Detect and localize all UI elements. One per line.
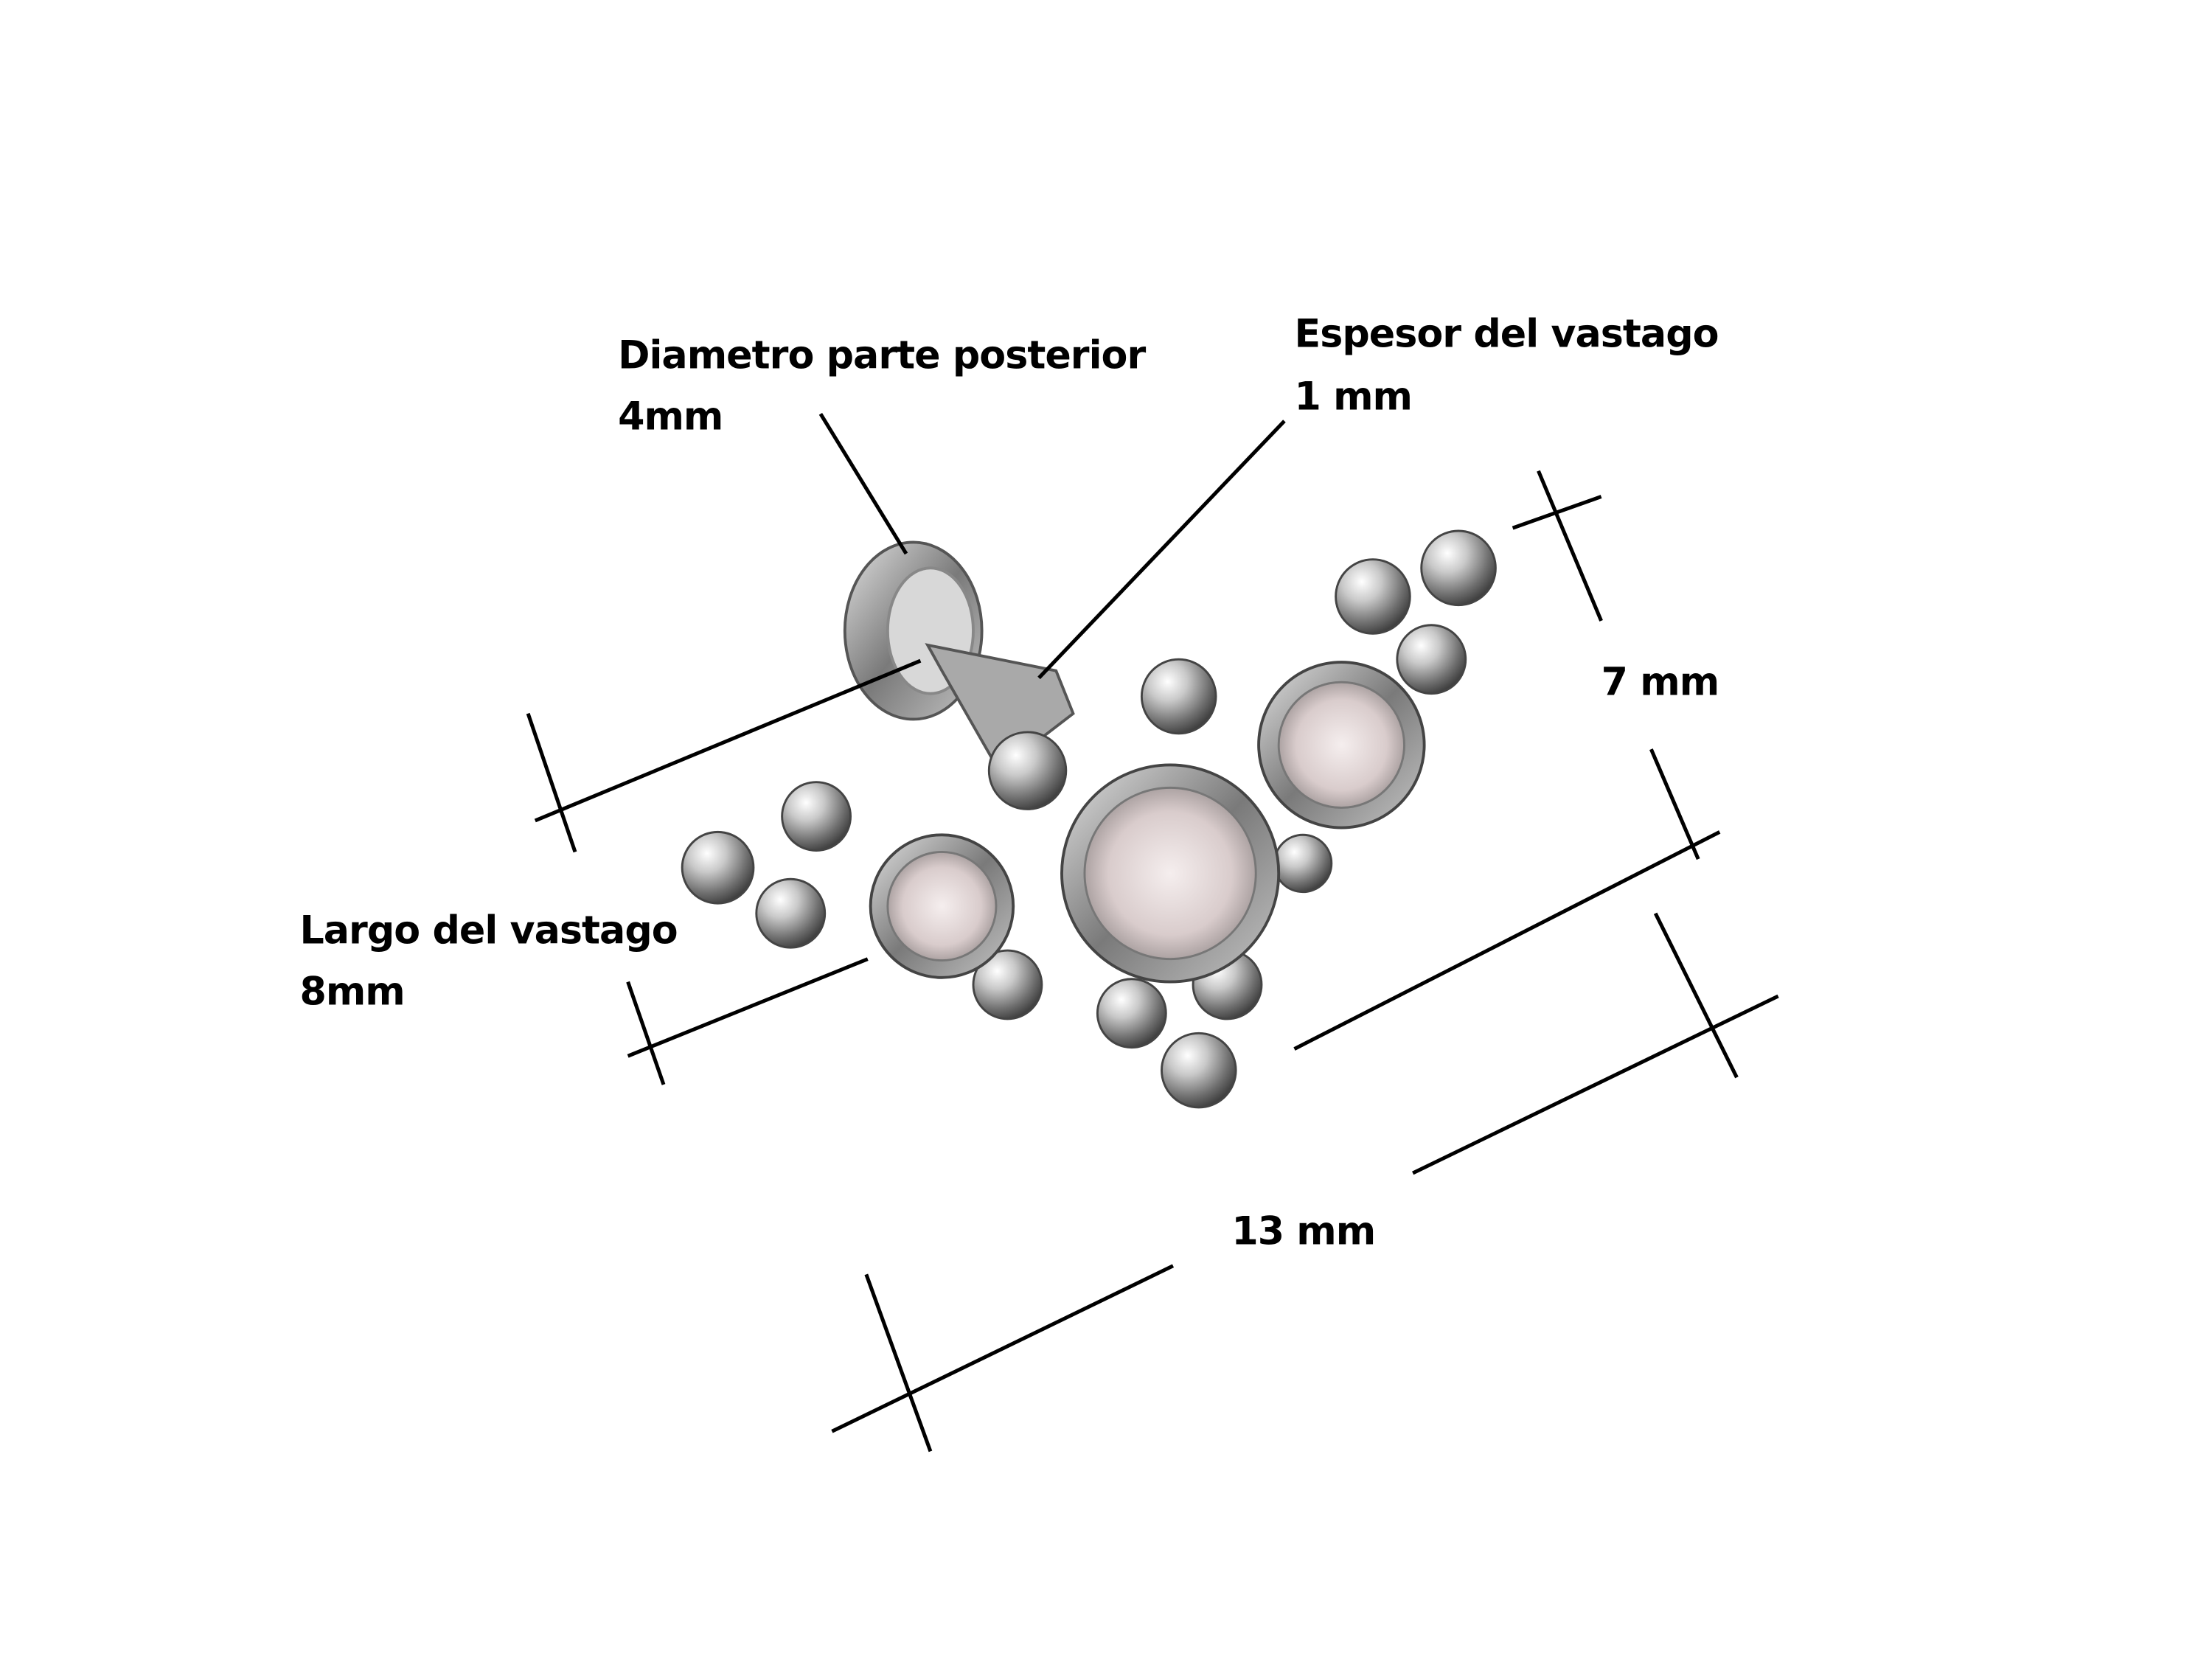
- gem-left: [869, 833, 1015, 979]
- earring-illustration: [681, 529, 1497, 1109]
- gem-right: [1257, 661, 1426, 830]
- height-tick-bottom: [1649, 748, 1700, 860]
- width-tick-right: [1653, 912, 1739, 1079]
- width-line-left: [831, 1264, 1175, 1433]
- shaft-length-value: 8mm: [299, 970, 404, 1015]
- width-value: 13 mm: [1231, 1210, 1375, 1254]
- height-line-bottom: [1293, 830, 1721, 1051]
- leader-back-diameter: [818, 412, 908, 555]
- shaft-thickness-value: 1 mm: [1294, 375, 1412, 419]
- height-value: 7 mm: [1601, 661, 1719, 705]
- back-diameter-value: 4mm: [618, 395, 723, 439]
- shaft-length-line-top: [534, 658, 922, 823]
- shaft-length-title: Largo del vastago: [299, 908, 677, 953]
- width-line-right: [1412, 994, 1779, 1175]
- width-tick-left: [864, 1273, 933, 1453]
- height-tick-top: [1537, 470, 1603, 622]
- back-diameter-title: Diametro parte posterior: [618, 333, 1146, 378]
- dimension-lines: [526, 412, 1779, 1453]
- shaft-length-line-bottom: [627, 957, 869, 1058]
- gem-center: [1060, 763, 1281, 984]
- shaft-length-tick-top: [526, 712, 577, 853]
- leader-shaft-thickness: [1037, 420, 1286, 680]
- shaft-length-tick-bottom: [626, 981, 666, 1085]
- shaft-thickness-title: Espesor del vastago: [1294, 312, 1718, 356]
